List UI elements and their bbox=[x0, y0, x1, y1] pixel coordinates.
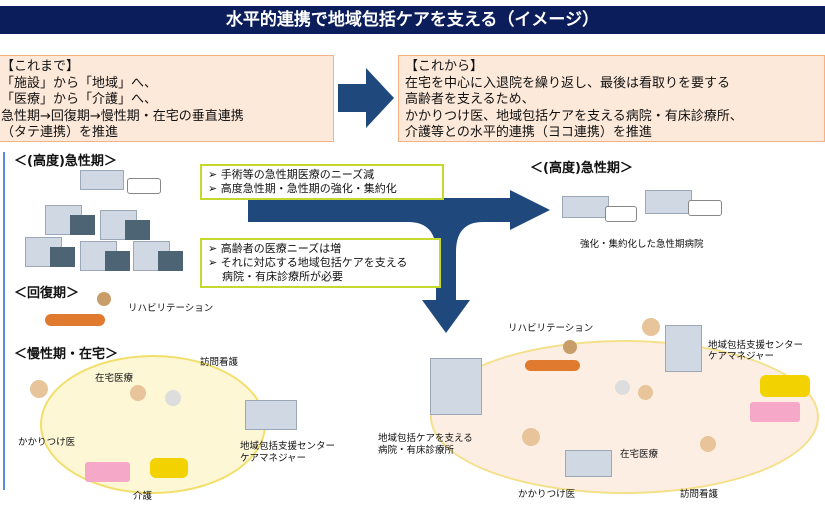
left-divider bbox=[3, 152, 5, 490]
after-line: かかりつけ医、地域包括ケアを支える病院・有床診療所、 bbox=[405, 108, 743, 124]
after-heading: 【これから】 bbox=[405, 59, 484, 74]
after-line: 介護等との水平的連携（ヨコ連携）を推進 bbox=[405, 125, 652, 140]
right-visit-nursing-label: 訪問看護 bbox=[680, 489, 719, 500]
bullet-icon: ➢ bbox=[208, 168, 218, 181]
rehab-illustration-icon bbox=[525, 340, 585, 375]
community-hospital-icon bbox=[430, 358, 482, 415]
elderly-person-icon bbox=[638, 385, 653, 400]
support-center-icon bbox=[665, 325, 702, 372]
before-line: （タテ連携）を推進 bbox=[1, 125, 119, 140]
left-care-manager-label: ケアマネジャー bbox=[240, 453, 307, 464]
elderly-person-icon bbox=[615, 380, 630, 395]
ambulance-icon bbox=[605, 206, 637, 222]
before-line: 「医療」から「介護」へ、 bbox=[1, 92, 158, 107]
note-line: それに対応する地域包括ケアを支える bbox=[220, 256, 408, 269]
care-vehicle-icon bbox=[150, 458, 188, 478]
before-line: 「施設」から「地域」へ、 bbox=[1, 75, 158, 91]
elderly-person-icon bbox=[130, 385, 146, 401]
left-home-care-label: 在宅医療 bbox=[95, 373, 134, 384]
left-chronic-label: ＜慢性期・在宅＞ bbox=[14, 347, 119, 362]
doctor-icon bbox=[30, 380, 48, 398]
elderly-person-icon bbox=[165, 390, 181, 406]
right-center-label: 地域包括支援センター bbox=[708, 340, 804, 351]
right-home-care-label: 在宅医療 bbox=[620, 449, 659, 460]
doctor-icon bbox=[522, 428, 540, 446]
note-bottom: ➢ 高齢者の医療ニーズは増 ➢ それに対応する地域包括ケアを支える 病院・有床診… bbox=[200, 238, 441, 288]
right-acute-label: ＜(高度)急性期＞ bbox=[530, 161, 633, 176]
rehab-illustration-icon bbox=[45, 292, 115, 330]
left-visit-nursing-label: 訪問看護 bbox=[200, 357, 239, 368]
after-box: 【これから】 在宅を中心に入退院を繰り返し、最後は看取りを要する 高齢者を支える… bbox=[398, 55, 825, 142]
bullet-icon: ➢ bbox=[208, 182, 218, 195]
bullet-icon: ➢ bbox=[208, 256, 218, 269]
bullet-icon: ➢ bbox=[208, 242, 218, 255]
hospital-cluster-icon bbox=[25, 205, 185, 275]
clinic-icon bbox=[565, 450, 612, 477]
note-line: 高度急性期・急性期の強化・集約化 bbox=[220, 182, 397, 195]
bath-care-icon bbox=[750, 402, 800, 422]
left-nursing-care-label: 介護 bbox=[133, 491, 153, 502]
left-rehab-label: リハビリテーション bbox=[128, 303, 214, 314]
before-line: 急性期→回復期→慢性期・在宅の垂直連携 bbox=[1, 108, 244, 124]
note-line: 病院・有床診療所が必要 bbox=[222, 270, 343, 283]
care-manager-icon bbox=[642, 318, 660, 336]
left-family-doctor-label: かかりつけ医 bbox=[18, 437, 76, 448]
ambulance-icon bbox=[127, 178, 161, 194]
left-recovery-label: ＜回復期＞ bbox=[14, 286, 80, 301]
hospital-icon bbox=[645, 190, 692, 214]
visiting-nurse-icon bbox=[700, 436, 716, 452]
right-family-doctor-label: かかりつけ医 bbox=[518, 489, 576, 500]
note-line: 高齢者の医療ニーズは増 bbox=[220, 242, 342, 255]
bath-care-icon bbox=[85, 462, 130, 482]
right-acute-caption: 強化・集約化した急性期病院 bbox=[580, 239, 704, 250]
right-rehab-label: リハビリテーション bbox=[508, 323, 594, 334]
hospital-icon bbox=[562, 196, 609, 218]
before-box: 【これまで】 「施設」から「地域」へ、 「医療」から「介護」へ、 急性期→回復期… bbox=[0, 55, 334, 142]
ambulance-icon bbox=[688, 200, 722, 216]
left-center-label: 地域包括支援センター bbox=[240, 441, 336, 452]
left-acute-label: ＜(高度)急性期＞ bbox=[14, 154, 117, 169]
after-line: 高齢者を支えるため、 bbox=[405, 92, 535, 107]
flow-arrow-icon bbox=[248, 190, 550, 333]
transition-arrow-icon bbox=[338, 68, 394, 128]
right-care-manager-label: ケアマネジャー bbox=[708, 351, 775, 362]
right-hospital-label: 地域包括ケアを支える bbox=[378, 433, 473, 444]
care-vehicle-icon bbox=[760, 375, 810, 397]
hospital-icon bbox=[80, 170, 124, 190]
note-top: ➢ 手術等の急性期医療のニーズ減 ➢ 高度急性期・急性期の強化・集約化 bbox=[200, 164, 444, 200]
note-line: 手術等の急性期医療のニーズ減 bbox=[220, 168, 375, 181]
after-line: 在宅を中心に入退院を繰り返し、最後は看取りを要する bbox=[405, 75, 731, 91]
right-hospital-label-2: 病院・有床診療所 bbox=[378, 445, 455, 456]
before-heading: 【これまで】 bbox=[1, 59, 80, 74]
slide-title: 水平的連携で地域包括ケアを支える（イメージ） bbox=[0, 6, 825, 34]
support-center-icon bbox=[245, 400, 297, 430]
